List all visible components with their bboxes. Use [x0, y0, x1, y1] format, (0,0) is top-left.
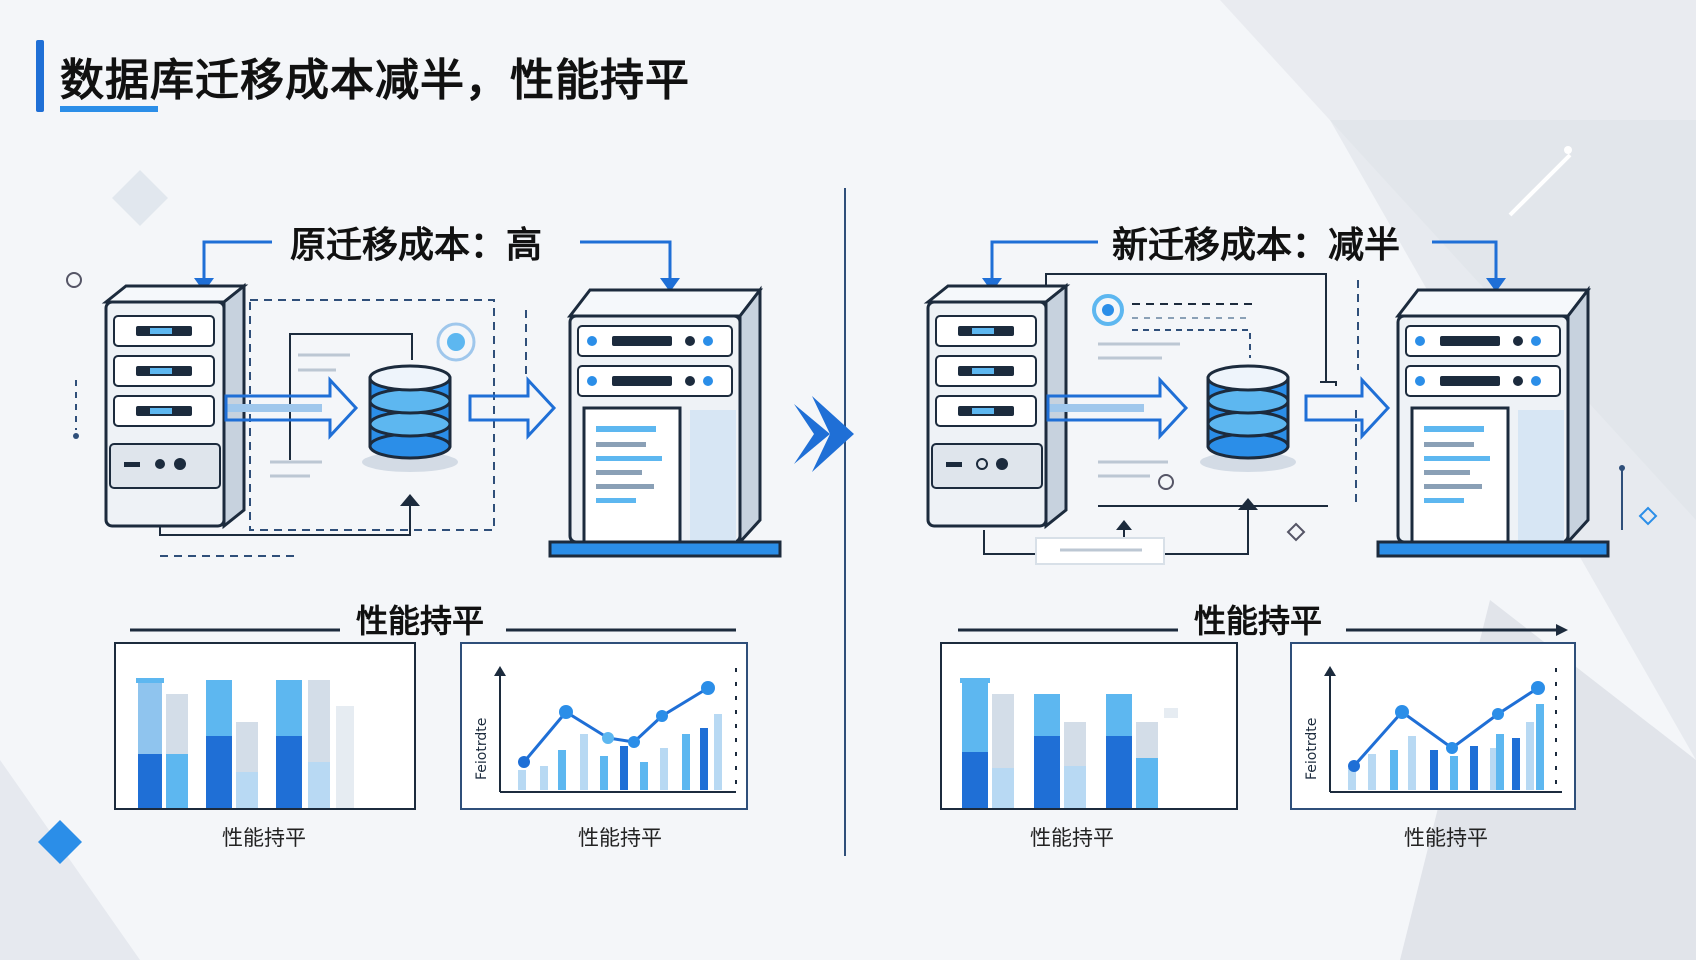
target-server-icon [548, 285, 782, 558]
right-migration-diagram [923, 240, 1625, 565]
source-server-icon [101, 282, 249, 530]
left-line-chart: Feiotrdte [460, 642, 748, 810]
left-perf-rule [130, 628, 736, 632]
right-panel-label: 新迁移成本：减半 [1112, 225, 1401, 266]
left-line-caption: 性能持平 [578, 826, 662, 850]
left-panel-label: 原迁移成本：高 [290, 225, 543, 266]
target-server-icon [1376, 285, 1610, 558]
right-line-caption: 性能持平 [1404, 826, 1488, 850]
right-bar-chart [940, 642, 1238, 810]
arrow-right-icon [794, 396, 854, 472]
right-bar-caption: 性能持平 [1030, 826, 1114, 850]
center-divider [844, 188, 846, 856]
right-line-axis-label: Feiotrdte [1304, 718, 1320, 780]
page-title: 数据库迁移成本减半，性能持平 [60, 55, 690, 106]
right-perf-rule [958, 624, 1568, 636]
left-line-axis-label: Feiotrdte [474, 718, 490, 780]
left-perf-label: 性能持平 [356, 602, 485, 640]
left-bar-caption: 性能持平 [222, 826, 306, 850]
right-line-chart: Feiotrdte [1290, 642, 1576, 810]
database-icon [1200, 364, 1296, 472]
right-perf-label: 性能持平 [1194, 602, 1323, 640]
title-accent-bar [36, 40, 44, 112]
title-underline [60, 106, 158, 112]
database-icon [362, 364, 458, 472]
source-server-icon [923, 282, 1071, 530]
left-bar-chart [114, 642, 416, 810]
left-migration-diagram [73, 240, 782, 558]
